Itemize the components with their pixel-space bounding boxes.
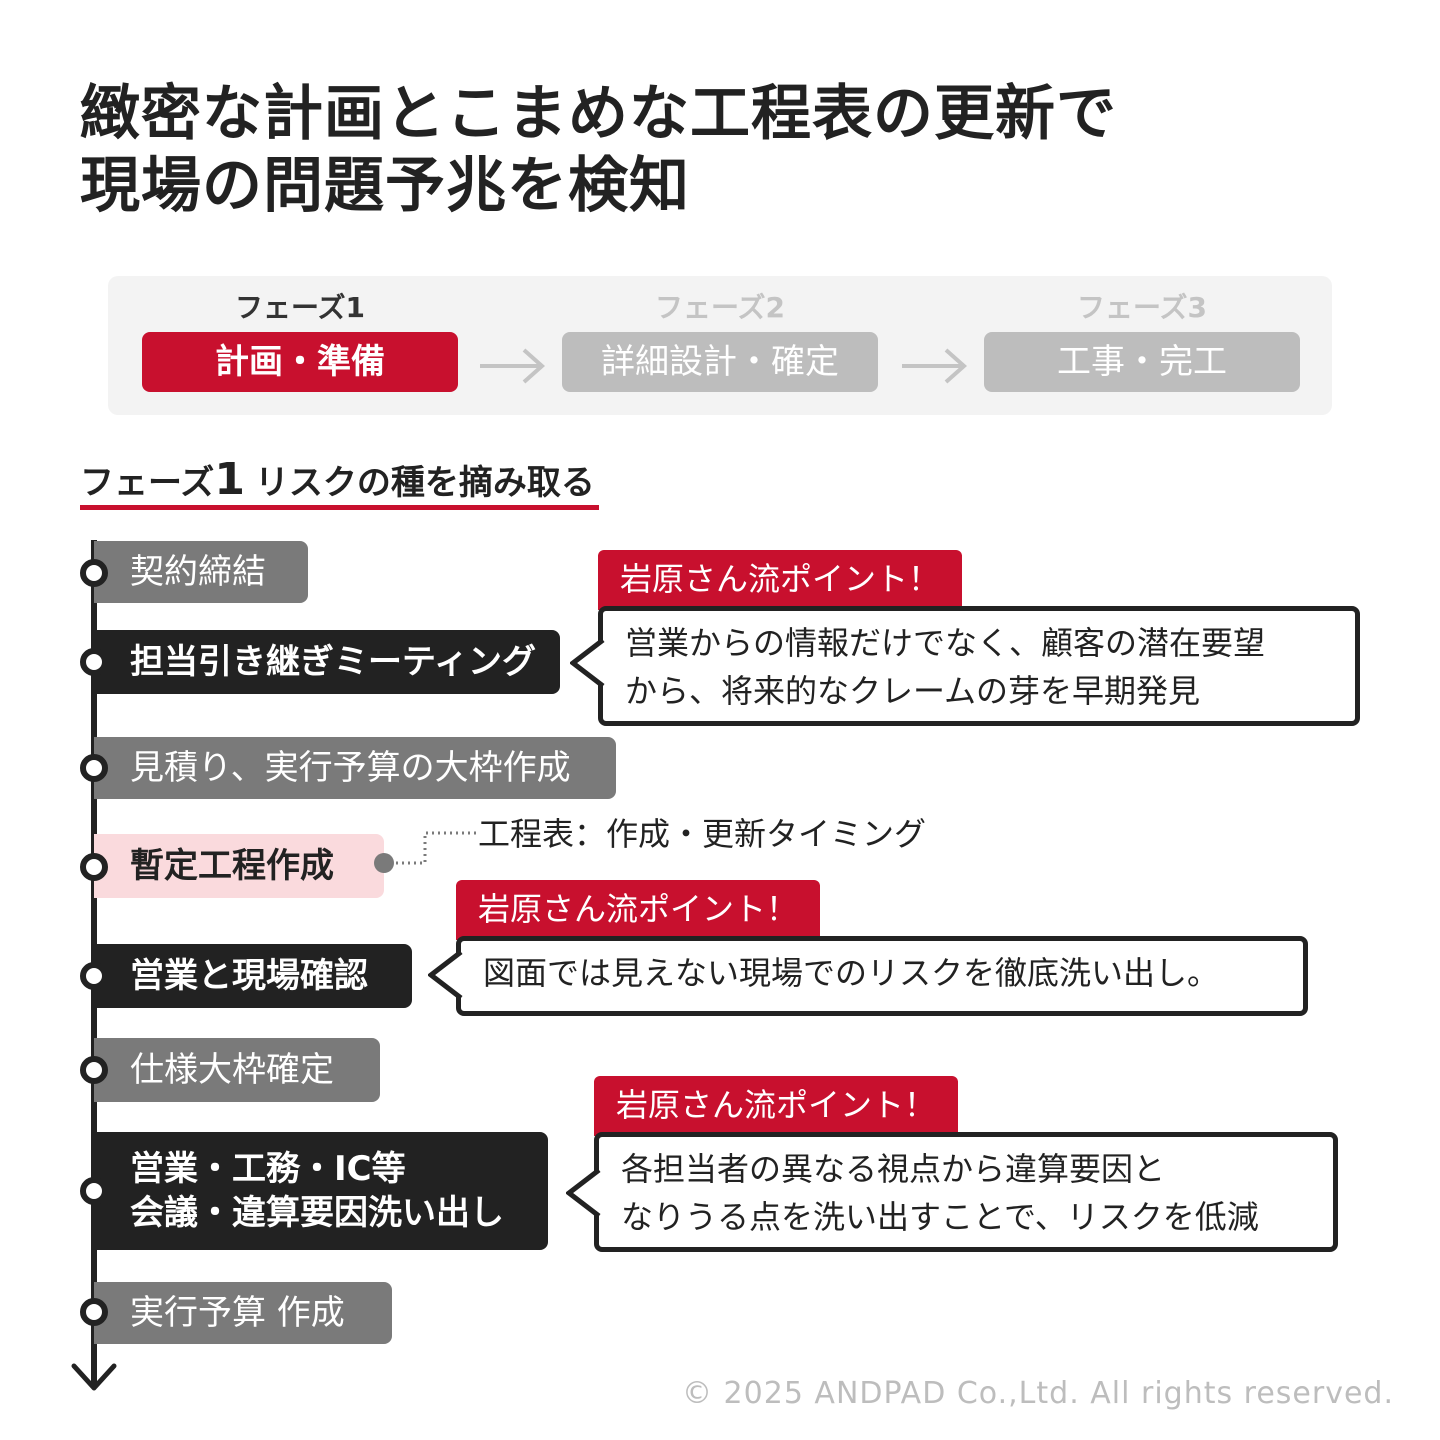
title-line-1: 緻密な計画とこまめな工程表の更新で: [80, 79, 1117, 149]
phase-1-label: フェーズ1: [234, 291, 366, 324]
phase-3-name: 工事・完工: [984, 332, 1300, 392]
step-label: 営業と現場確認: [130, 956, 368, 996]
timeline-node: [80, 1298, 108, 1326]
arrow-right-icon: [480, 348, 546, 384]
phase-progress-panel: フェーズ1 計画・準備 フェーズ2 詳細設計・確定 フェーズ3 工事・完工: [108, 276, 1332, 415]
timeline-node: [80, 754, 108, 782]
step-meeting-risk: 営業・工務・IC等 会議・違算要因洗い出し: [94, 1132, 548, 1250]
tip-tag: 岩原さん流ポイント！: [456, 880, 821, 940]
step-label: 実行予算 作成: [130, 1293, 345, 1333]
title-line-2: 現場の問題予兆を検知: [80, 151, 690, 221]
tip-callout-3: 岩原さん流ポイント！ 各担当者の異なる視点から違算要因と なりうる点を洗い出すこ…: [594, 1076, 1338, 1252]
timeline-node: [80, 1056, 108, 1084]
step-budget: 実行予算 作成: [94, 1282, 392, 1344]
tip-line-1: 図面では見えない現場でのリスクを徹底洗い出し。: [483, 954, 1220, 992]
timeline-node: [80, 648, 108, 676]
timeline-node: [80, 962, 108, 990]
tip-text: 図面では見えない現場でのリスクを徹底洗い出し。: [456, 936, 1308, 1016]
phase-3: フェーズ3 工事・完工: [984, 290, 1300, 392]
section-heading-number: 1: [214, 454, 245, 505]
step-label: 担当引き継ぎミーティング: [130, 642, 536, 682]
section-heading-text: リスクの種を摘み取る: [254, 463, 595, 503]
phase-2-label: フェーズ2: [654, 291, 786, 324]
tip-callout-2: 岩原さん流ポイント！ 図面では見えない現場でのリスクを徹底洗い出し。: [456, 880, 1308, 1016]
step-label: 見積り、実行予算の大枠作成: [130, 748, 571, 788]
step-site-check: 営業と現場確認: [94, 944, 412, 1008]
tip-text: 営業からの情報だけでなく、顧客の潜在要望 から、将来的なクレームの芽を早期発見: [598, 606, 1360, 726]
tip-text: 各担当者の異なる視点から違算要因と なりうる点を洗い出すことで、リスクを低減: [594, 1132, 1338, 1252]
phase-2: フェーズ2 詳細設計・確定: [562, 290, 878, 392]
tip-tag: 岩原さん流ポイント！: [594, 1076, 959, 1136]
step-label: 契約締結: [130, 552, 266, 592]
schedule-note: 工程表：作成・更新タイミング: [478, 815, 927, 853]
dotted-connector: [374, 831, 478, 873]
step-handover-meeting: 担当引き継ぎミーティング: [94, 630, 560, 694]
copyright-notice: © 2025 ANDPAD Co.,Ltd. All rights reserv…: [682, 1376, 1394, 1411]
section-heading-prefix: フェーズ: [80, 463, 215, 503]
tip-line-2: なりうる点を洗い出すことで、リスクを低減: [621, 1198, 1259, 1236]
tip-callout-1: 岩原さん流ポイント！ 営業からの情報だけでなく、顧客の潜在要望 から、将来的なク…: [598, 550, 1360, 726]
step-provisional-schedule: 暫定工程作成: [94, 834, 384, 898]
phase-3-label: フェーズ3: [1076, 291, 1208, 324]
callout-pointer: [428, 950, 468, 1000]
callout-pointer: [570, 638, 610, 688]
phase-1: フェーズ1 計画・準備: [142, 290, 458, 392]
tip-line-1: 営業からの情報だけでなく、顧客の潜在要望: [625, 624, 1266, 662]
timeline-node: [80, 1177, 108, 1205]
step-spec-confirm: 仕様大枠確定: [94, 1038, 380, 1102]
step-label-line-1: 営業・工務・IC等: [130, 1149, 406, 1189]
phase-2-name: 詳細設計・確定: [562, 332, 878, 392]
step-estimate: 見積り、実行予算の大枠作成: [94, 737, 616, 799]
timeline-node: [80, 853, 108, 881]
tip-line-1: 各担当者の異なる視点から違算要因と: [621, 1150, 1166, 1188]
step-label: 暫定工程作成: [130, 846, 334, 886]
step-label: 仕様大枠確定: [130, 1050, 334, 1090]
step-label-line-2: 会議・違算要因洗い出し: [130, 1193, 504, 1233]
phase-1-name: 計画・準備: [142, 332, 458, 392]
page-title: 緻密な計画とこまめな工程表の更新で 現場の問題予兆を検知: [80, 78, 1380, 222]
timeline-node: [80, 559, 108, 587]
step-contract: 契約締結: [94, 541, 308, 603]
tip-tag: 岩原さん流ポイント！: [598, 550, 963, 610]
callout-pointer: [566, 1168, 606, 1218]
tip-line-2: から、将来的なクレームの芽を早期発見: [625, 672, 1201, 710]
arrow-down-icon: [71, 1363, 117, 1391]
arrow-right-icon: [902, 348, 968, 384]
